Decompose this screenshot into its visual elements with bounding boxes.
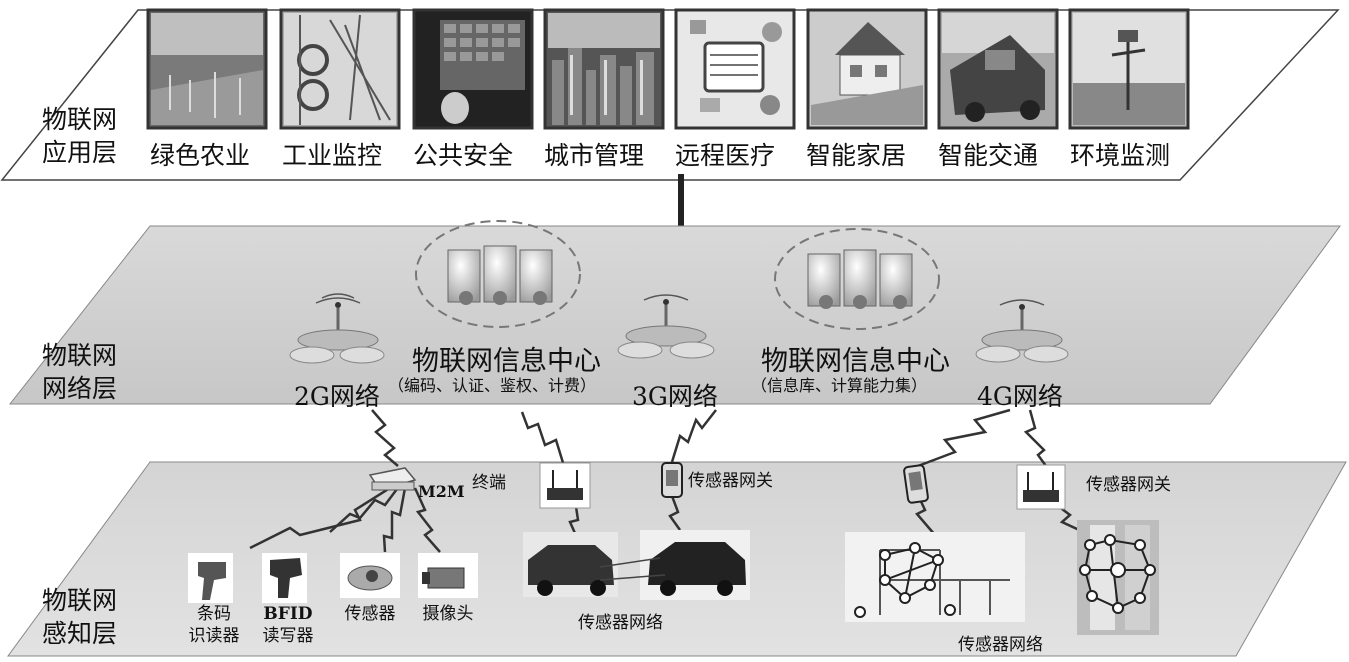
- app-label-smart-transport: 智能交通: [938, 141, 1039, 170]
- app-label-green-agriculture: 绿色农业: [150, 141, 251, 170]
- app-label-public-safety: 公共安全: [413, 141, 514, 170]
- medical-photo: [674, 8, 796, 130]
- gateway-1-router: [539, 462, 591, 509]
- network-3g-generation: 3G: [632, 382, 668, 411]
- network-4g-generation: 4G: [977, 382, 1013, 411]
- city-photo: [543, 8, 665, 130]
- app-label-industrial-monitoring: 工业监控: [282, 141, 383, 170]
- network-4g-label: 4G网络: [977, 377, 1063, 413]
- app-photos: [146, 8, 1190, 130]
- wireless-links: [249, 408, 1091, 553]
- network-2g-generation: 2G: [294, 382, 330, 411]
- camera-label-line1: 摄像头: [422, 604, 474, 624]
- rfid-reader-label: BFID 读写器: [258, 603, 318, 647]
- environment-photo: [1068, 8, 1190, 130]
- info-center-1-subtitle: （编码、认证、鉴权、计费）: [388, 376, 597, 395]
- sensor-network-2-label: 传感器网络: [958, 635, 1043, 655]
- application-layer-label-line1: 物联网: [42, 105, 118, 134]
- network-2g-label: 2G网络: [294, 377, 380, 413]
- layer-connector: [678, 174, 684, 230]
- barcode-scanner-label: 条码 识读器: [184, 603, 244, 647]
- sensor-icon: [340, 553, 400, 598]
- info-center-2-title: 物联网信息中心: [761, 346, 950, 377]
- application-layer-label-line2: 应用层: [42, 138, 118, 167]
- application-layer-label: 物联网 应用层: [42, 103, 117, 169]
- info-center-1-servers: [415, 220, 581, 328]
- home-photo: [806, 8, 928, 130]
- sensor-network-structure-2: [1077, 520, 1159, 635]
- info-center-1-title: 物联网信息中心: [412, 346, 601, 377]
- sensor-label-line1: 传感器: [344, 604, 396, 624]
- perception-layer-label-line1: 物联网: [42, 586, 118, 615]
- farm-photo: [146, 8, 268, 130]
- barcode-scanner-icon: [188, 553, 233, 603]
- app-label-smart-home: 智能家居: [806, 141, 907, 170]
- app-label-remote-medical: 远程医疗: [675, 141, 776, 170]
- gateway-phone-3g: [661, 462, 683, 498]
- app-label-city-management: 城市管理: [544, 141, 645, 170]
- network-3g-word: 网络: [667, 382, 718, 411]
- m2m-terminal-device: [368, 467, 417, 491]
- security-photo: [412, 8, 534, 130]
- info-center-2-subtitle: （信息库、计算能力集）: [751, 376, 928, 395]
- app-label-environment-monitoring: 环境监测: [1070, 141, 1171, 170]
- gateway-1-label: 传感器网关: [688, 471, 773, 491]
- network-layer-label-line1: 物联网: [42, 341, 118, 370]
- rfid-reader-icon: [262, 553, 307, 603]
- barcode-scanner-label-line2: 识读器: [188, 626, 240, 646]
- base-station-3g: [617, 294, 715, 359]
- gateway-2-router: [1016, 464, 1066, 510]
- industry-photo: [279, 8, 401, 130]
- base-station-4g: [975, 299, 1069, 363]
- sensor-network-structure-1: [845, 532, 1025, 622]
- m2m-label: M2M: [418, 482, 465, 501]
- network-layer-label-line2: 网络层: [42, 374, 118, 403]
- network-2g-word: 网络: [329, 382, 380, 411]
- network-layer-label: 物联网 网络层: [42, 339, 117, 405]
- barcode-scanner-label-line1: 条码: [197, 604, 231, 624]
- perception-layer-label: 物联网 感知层: [42, 584, 117, 650]
- info-center-2-servers: [774, 228, 940, 330]
- sensor-network-1-label: 传感器网络: [578, 613, 663, 633]
- rfid-reader-label-line2: 读写器: [262, 626, 314, 646]
- perception-layer-label-line2: 感知层: [42, 619, 118, 648]
- camera-icon: [418, 553, 478, 598]
- transport-photo: [937, 8, 1059, 130]
- sensor-car-photo: [523, 530, 750, 600]
- camera-label: 摄像头: [418, 603, 478, 625]
- network-3g-label: 3G网络: [632, 377, 718, 413]
- base-station-2g: [289, 293, 385, 364]
- sensor-label: 传感器: [340, 603, 400, 625]
- rfid-reader-label-line1: BFID: [263, 604, 313, 624]
- network-4g-word: 网络: [1012, 382, 1063, 411]
- gateway-phone-4g: [903, 464, 929, 504]
- gateway-2-label: 传感器网关: [1086, 475, 1171, 495]
- terminal-label: 终端: [472, 473, 506, 493]
